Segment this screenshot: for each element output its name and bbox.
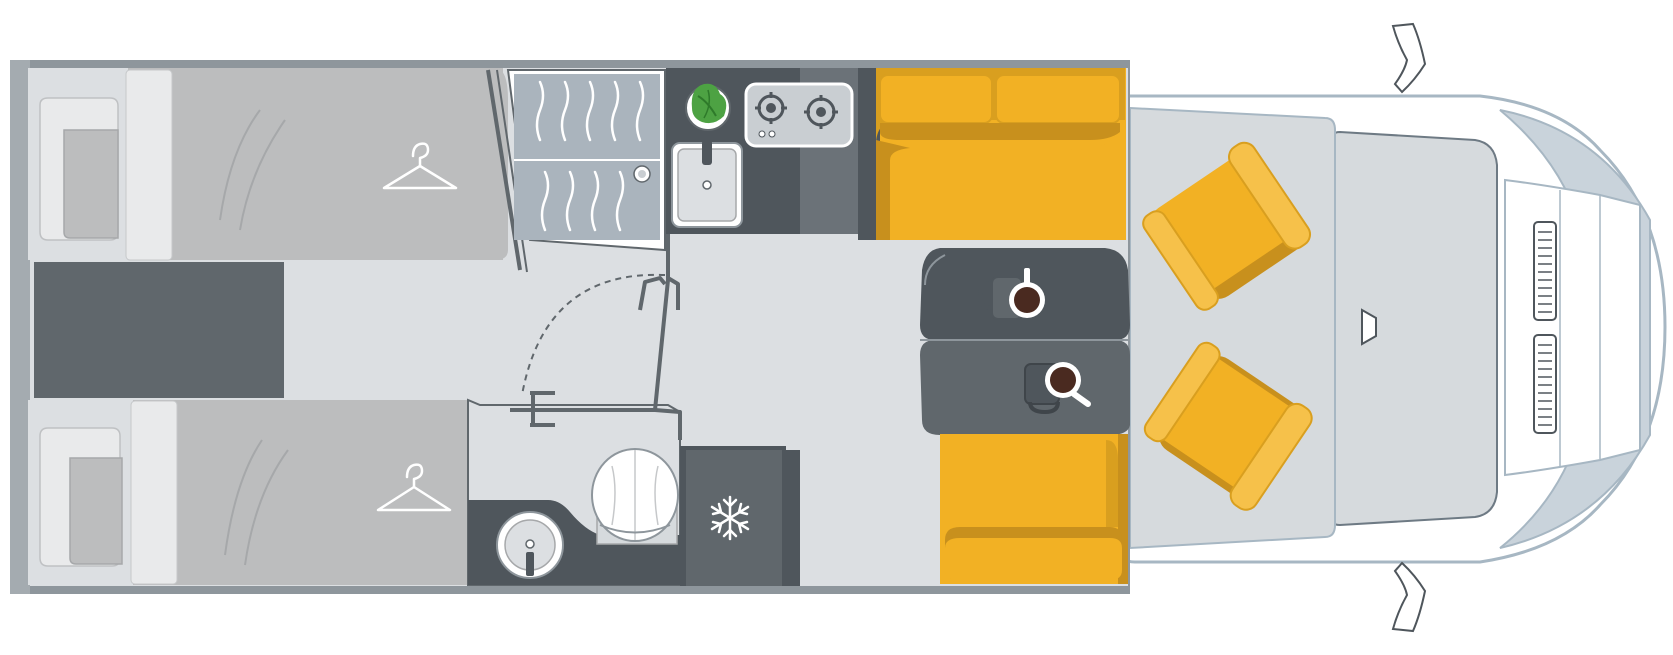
kitchen xyxy=(666,68,871,234)
fridge xyxy=(680,446,800,586)
twin-bed-left xyxy=(28,68,508,261)
coffee-mug-icon xyxy=(1024,362,1091,415)
sink-icon xyxy=(496,511,564,579)
bed-headboard xyxy=(125,69,173,261)
mirror-top xyxy=(1391,22,1427,94)
grille-bottom xyxy=(1533,334,1557,434)
mirror-bottom xyxy=(1391,561,1427,633)
gas-burner-icon xyxy=(744,82,854,148)
dinette xyxy=(858,68,1130,584)
toilet-icon xyxy=(591,448,679,545)
hanger-icon xyxy=(376,463,452,512)
wardrobe xyxy=(486,69,666,273)
grille-top xyxy=(1533,221,1557,321)
plant-icon xyxy=(685,83,731,131)
hanger-icon xyxy=(382,142,458,190)
snowflake-icon xyxy=(710,495,750,541)
dining-table xyxy=(920,248,1130,435)
passenger-seat xyxy=(1143,341,1313,511)
bed-headboard xyxy=(130,400,178,585)
bed-gap-panel xyxy=(34,262,284,398)
sink-icon xyxy=(671,140,743,228)
windshield xyxy=(1329,130,1498,527)
wardrobe-icon xyxy=(514,74,660,240)
door-frame xyxy=(510,234,682,440)
cab-front xyxy=(1504,178,1641,477)
cab xyxy=(1118,22,1667,633)
bench-front xyxy=(858,68,1126,240)
twin-bed-right xyxy=(28,400,468,585)
bathroom xyxy=(467,234,682,586)
driver-seat xyxy=(1142,141,1312,311)
coffee-mug-icon xyxy=(977,268,1045,320)
door-swing xyxy=(521,273,666,396)
bench-rear xyxy=(940,434,1128,584)
